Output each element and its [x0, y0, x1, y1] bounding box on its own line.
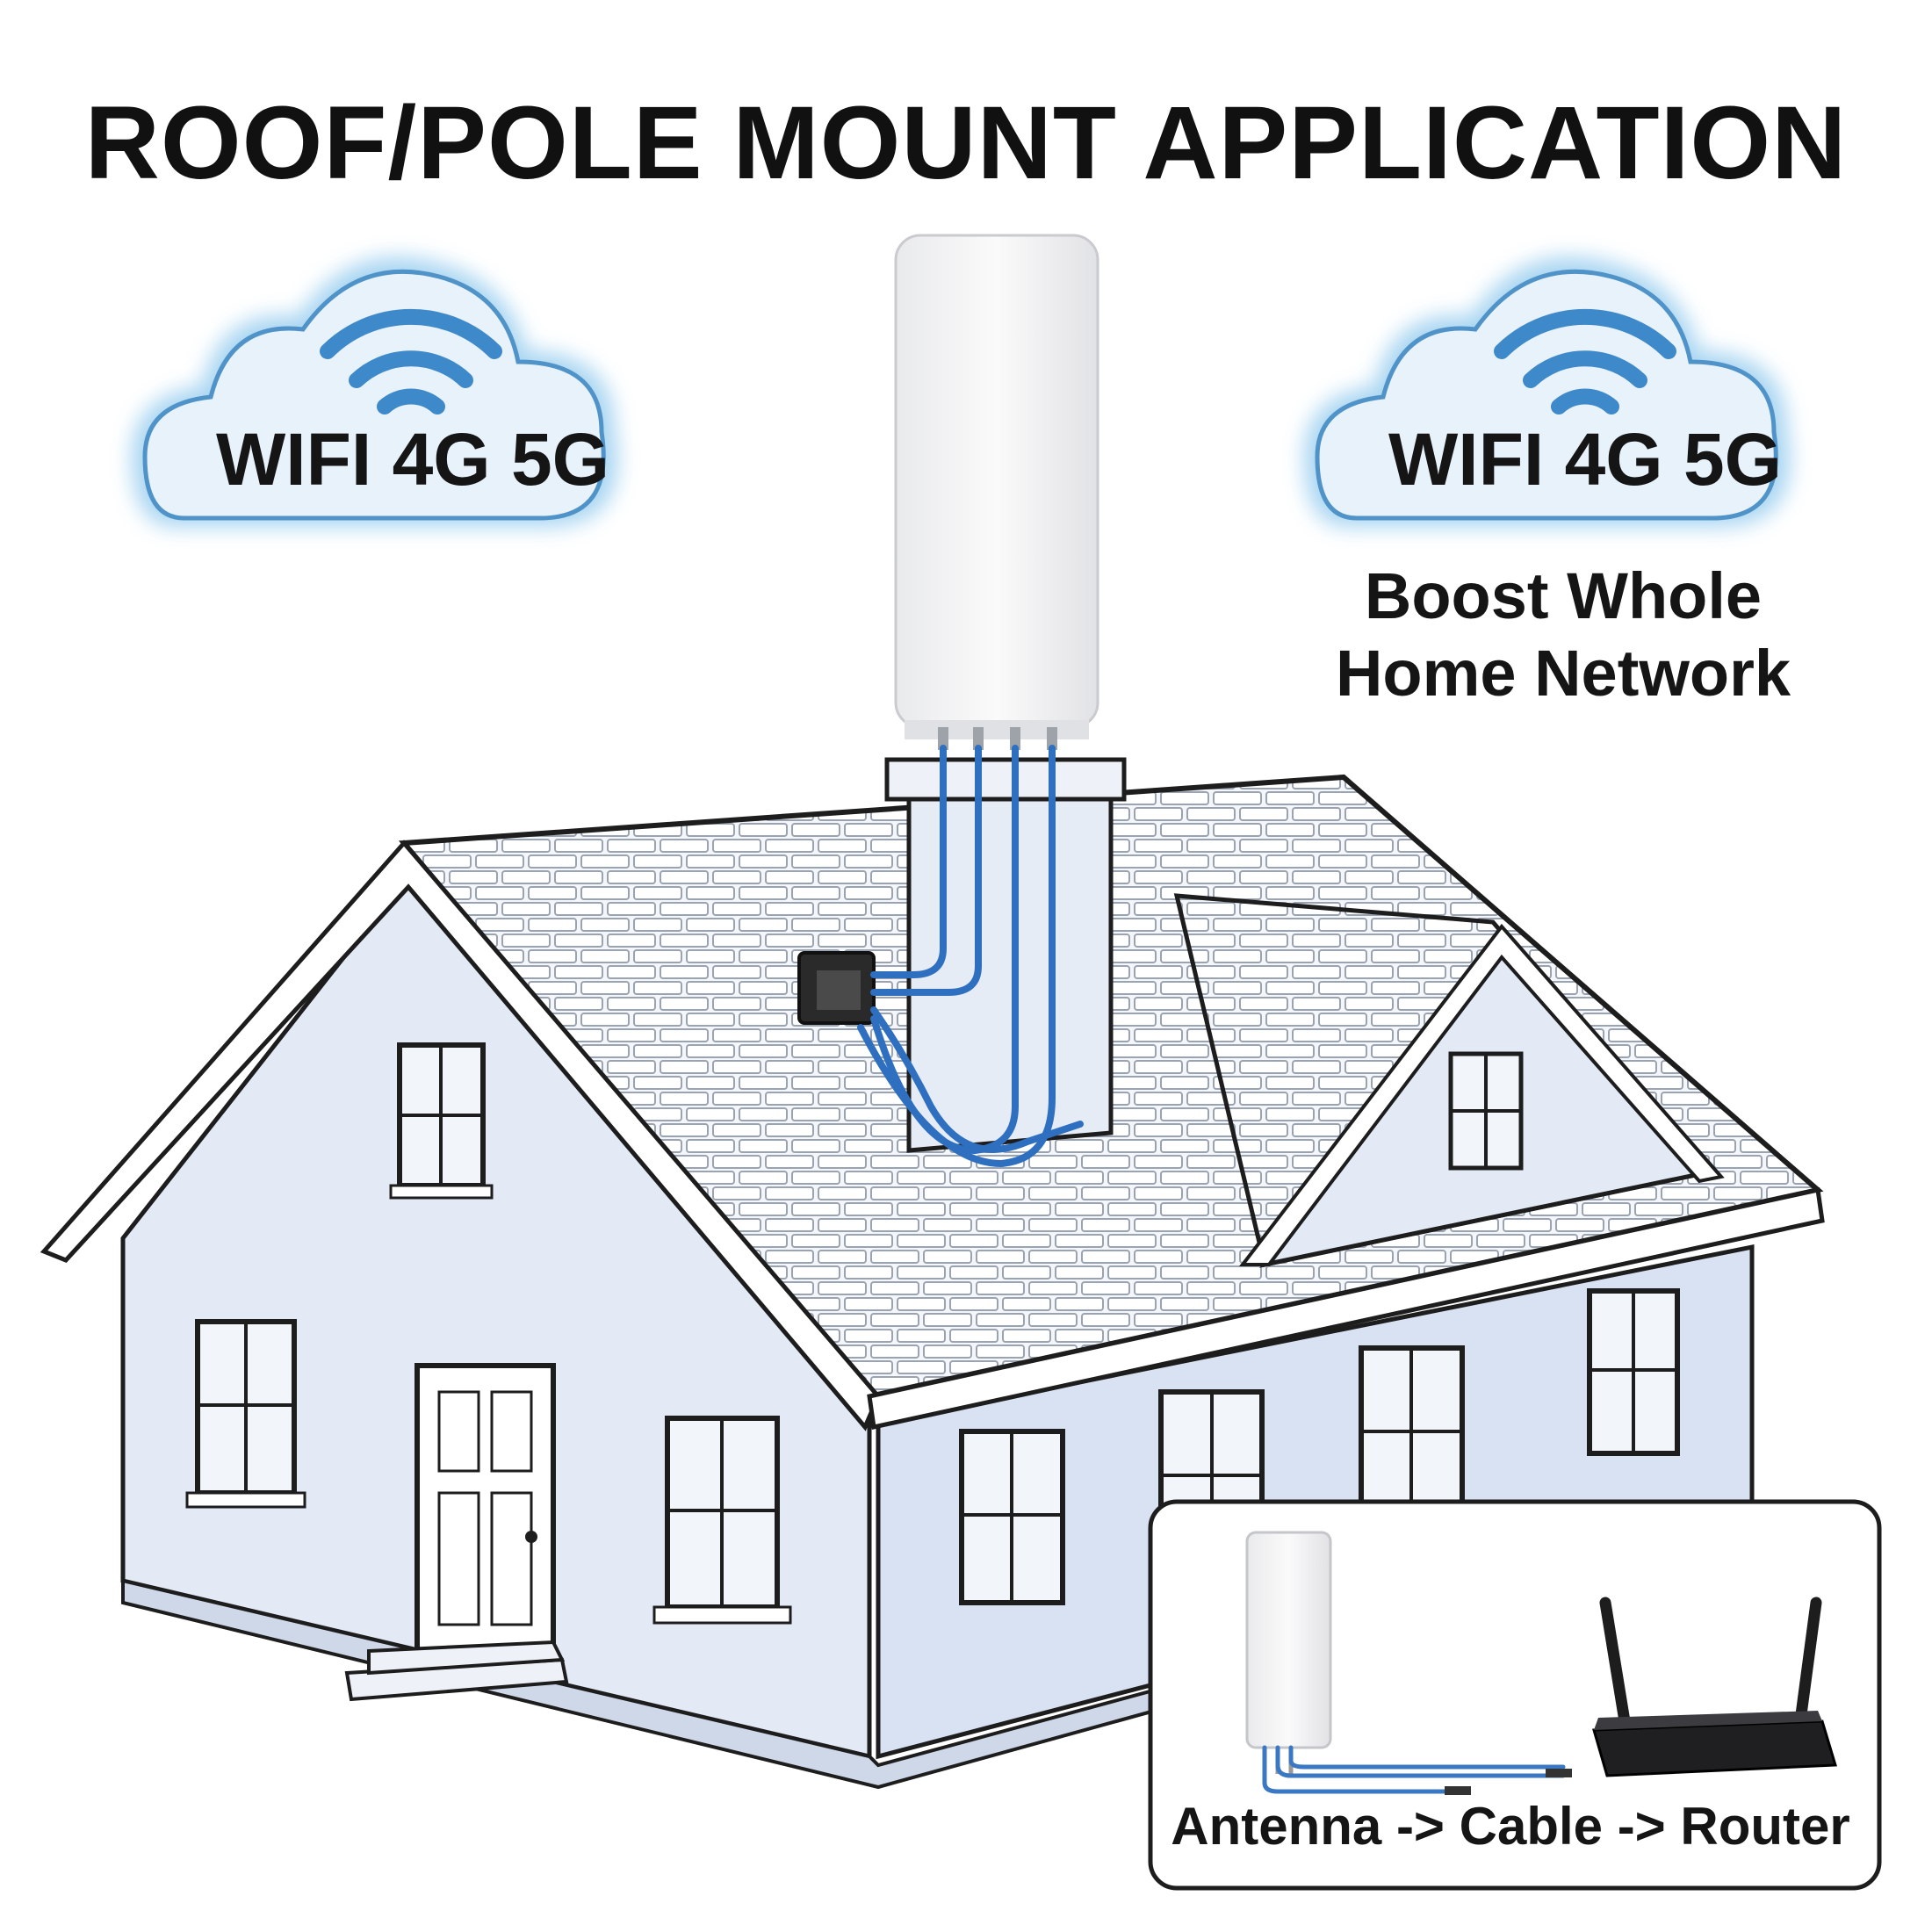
side-window — [959, 1429, 1065, 1605]
chimney — [884, 757, 1127, 1153]
boost-line-1: Boost Whole — [1364, 559, 1763, 632]
front-window — [185, 1319, 306, 1509]
junction-box — [797, 951, 876, 1025]
wifi-icon — [1494, 308, 1676, 415]
cloud-label-left: WIFI 4G 5G — [215, 418, 610, 501]
dormer — [1173, 893, 1725, 1268]
mini-cables — [1262, 1745, 1566, 1794]
wifi-icon — [320, 308, 502, 415]
cables — [857, 745, 1084, 1168]
cloud-left — [132, 256, 618, 527]
front-door — [344, 1363, 569, 1702]
antenna — [894, 234, 1099, 750]
cloud-right — [1304, 256, 1791, 527]
inset-caption: Antenna -> Cable -> Router — [1171, 1797, 1850, 1856]
boost-line-2: Home Network — [1335, 637, 1791, 710]
router-icon — [1592, 1597, 1837, 1777]
boost-text: Boost Whole Home Network — [1265, 558, 1862, 712]
side-window — [1587, 1288, 1680, 1456]
front-window — [652, 1416, 792, 1625]
side-window — [1359, 1345, 1465, 1517]
house — [40, 757, 1825, 1790]
inset-panel — [1148, 1499, 1882, 1891]
cloud-label-right: WIFI 4G 5G — [1388, 418, 1783, 501]
mini-antenna — [1245, 1531, 1332, 1774]
front-window — [389, 1042, 494, 1200]
page-title: ROOF/POLE MOUNT APPLICATION — [84, 85, 1848, 201]
